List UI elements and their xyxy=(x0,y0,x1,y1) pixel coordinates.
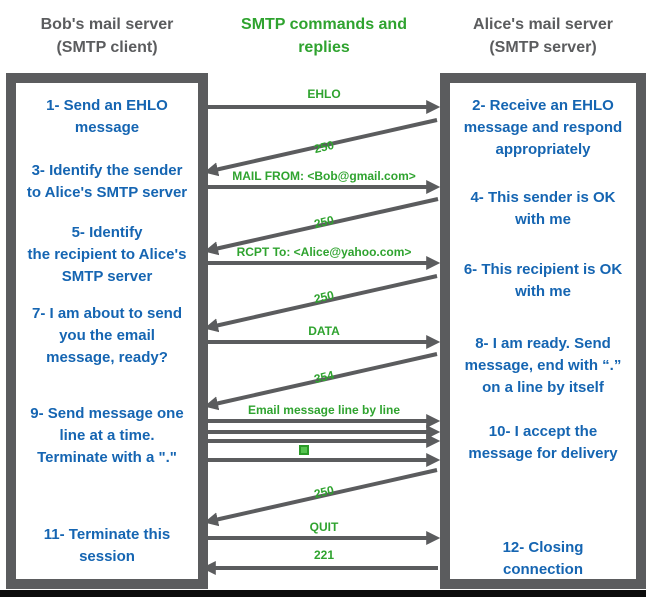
label-quit: QUIT xyxy=(309,520,339,534)
client-header: Bob's mail server (SMTP client) xyxy=(40,16,174,56)
label-221: 221 xyxy=(313,548,335,562)
server-box: 2- Receive an EHLO message and respond a… xyxy=(440,73,646,589)
middle-header: SMTP commands and replies xyxy=(241,16,407,56)
label-email-line-by-line: Email message line by line xyxy=(247,403,401,417)
client-step-9: 9- Send message one line at a time. Term… xyxy=(30,405,184,466)
client-step-1: 1- Send an EHLO message xyxy=(46,97,168,136)
client-box: 1- Send an EHLO message 3- Identify the … xyxy=(6,73,208,589)
arrow-250-2 xyxy=(204,197,439,256)
server-step-4: 4- This sender is OK with me xyxy=(470,189,616,228)
label-rcpt-to: RCPT To: <Alice@yahoo.com> xyxy=(236,245,412,259)
arrow-250-1 xyxy=(204,118,438,177)
label-mail-from: MAIL FROM: <Bob@gmail.com> xyxy=(232,169,416,183)
server-step-6: 6- This recipient is OK with me xyxy=(463,261,623,300)
client-step-11: 11- Terminate this session xyxy=(43,526,171,565)
server-box-inner: 2- Receive an EHLO message and respond a… xyxy=(450,83,636,579)
client-step-3: 3- Identify the sender to Alice's SMTP s… xyxy=(26,162,188,201)
client-box-inner: 1- Send an EHLO message 3- Identify the … xyxy=(16,83,198,579)
bottom-black-bar xyxy=(0,590,646,597)
label-ehlo: EHLO xyxy=(307,87,341,101)
period-square-icon xyxy=(299,445,309,455)
server-header: Alice's mail server (SMTP server) xyxy=(473,16,613,56)
client-step-7: 7- I am about to send you the email mess… xyxy=(31,305,182,366)
arrow-354 xyxy=(204,352,438,411)
server-step-10: 10- I accept the message for delivery xyxy=(468,423,618,462)
server-step-8: 8- I am ready. Send message, end with “.… xyxy=(464,335,622,396)
label-data: DATA xyxy=(308,324,340,338)
client-step-5: 5- Identify the recipient to Alice's SMT… xyxy=(27,224,187,285)
arrow-250-4 xyxy=(204,468,438,527)
server-step-12: 12- Closing connection xyxy=(502,539,584,578)
arrow-250-3 xyxy=(204,274,438,333)
server-step-2: 2- Receive an EHLO message and respond a… xyxy=(463,97,623,158)
